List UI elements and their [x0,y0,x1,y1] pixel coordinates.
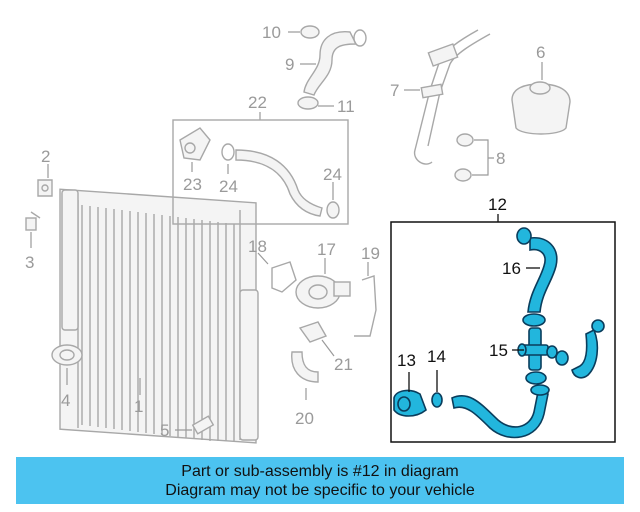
callout-1: 1 [134,397,143,416]
callout-6: 6 [536,43,545,62]
banner-line-1: Part or sub-assembly is #12 in diagram [181,462,459,480]
callout-14: 14 [427,347,446,366]
callout-9: 9 [285,55,294,74]
hose-part-9 [303,29,367,96]
leader-21 [321,339,335,357]
leader-18 [257,252,269,265]
hose-part-22 [221,143,323,217]
callout-17: 17 [317,240,336,259]
hose-right [571,319,605,379]
bracket-part-19 [354,275,377,337]
callout-18: 18 [248,237,267,256]
clamp-part-10 [300,25,320,39]
callout-15: 15 [489,341,508,360]
seal-part-21 [298,321,328,343]
assembly-12-box [390,221,616,443]
callout-22: 22 [248,93,267,112]
reservoir-part-6 [511,81,571,135]
callout-19: 19 [361,244,380,263]
clamp-part-14 [431,392,443,408]
callout-12: 12 [488,195,507,214]
callout-24a: 24 [219,177,238,196]
fitting-part-13 [393,389,427,417]
callout-11: 11 [337,97,355,116]
bolt-part-5 [191,415,215,435]
callout-7: 7 [390,81,399,100]
hose-lower [451,384,550,439]
hose-part-20 [291,351,319,383]
clamp-right [555,350,569,366]
callout-24b: 24 [323,165,342,184]
clamp-part-11 [297,96,319,110]
callout-2: 2 [41,147,50,166]
callout-4: 4 [61,391,70,410]
info-banner: Part or sub-assembly is #12 in diagram D… [16,457,624,504]
pipe-part-7 [413,29,491,165]
bracket-part-18 [271,261,297,293]
callout-5: 5 [160,421,169,440]
bolt-part-3 [25,211,41,231]
callout-3: 3 [25,253,34,272]
callout-23: 23 [183,175,202,194]
callout-8: 8 [496,149,505,168]
parts-diagram: 1 2 3 4 5 10 9 11 22 [25,23,616,444]
callout-21: 21 [334,355,353,374]
radiator [59,188,259,444]
fitting-part-23 [179,127,211,161]
callout-16: 16 [502,259,521,278]
pump-part-17 [295,275,351,309]
bracket-part-2 [37,179,53,197]
assembly-22-box [172,119,349,225]
callout-20: 20 [295,409,314,428]
mount-part-4 [51,344,83,366]
callout-13: 13 [397,351,416,370]
banner-line-2: Diagram may not be specific to your vehi… [165,481,475,499]
hose-part-16 [516,227,558,327]
clamp-part-24 [326,201,340,219]
clamp-lower [525,371,547,385]
plug-part-8 [454,133,474,182]
callout-10: 10 [262,23,281,42]
leader-8 [472,139,494,176]
connector-part-15 [517,327,558,371]
